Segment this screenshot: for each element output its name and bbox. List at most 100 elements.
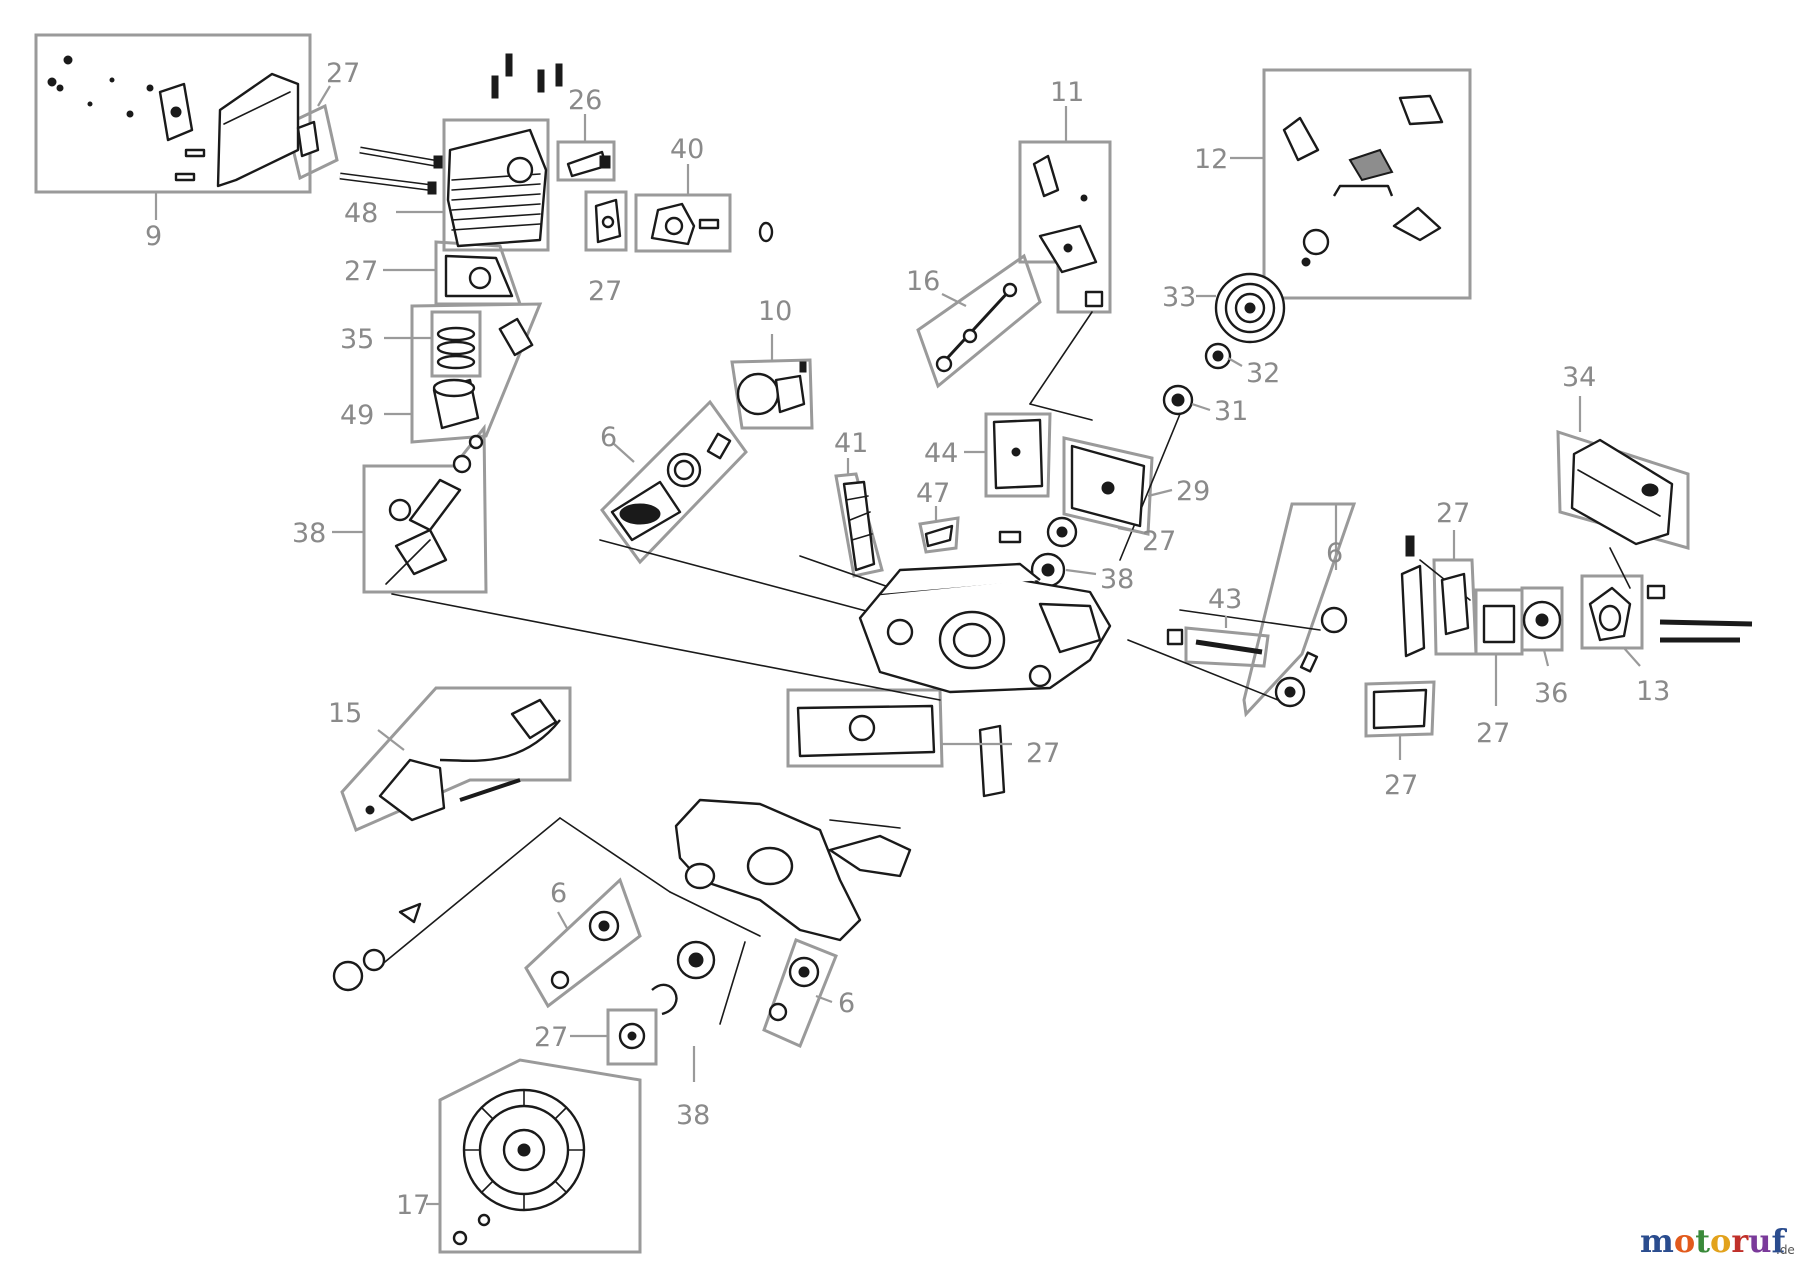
group-box-12 bbox=[1262, 68, 1472, 300]
callout-38: 38 bbox=[1100, 564, 1134, 595]
group-box-49 bbox=[410, 302, 543, 444]
part-carburetor-gasket bbox=[1400, 535, 1562, 658]
part-chain-tensioner bbox=[935, 282, 1018, 373]
callout-6: 6 bbox=[838, 988, 855, 1019]
callout-27: 27 bbox=[1384, 770, 1418, 801]
group-box-40 bbox=[634, 193, 732, 253]
part-air-box bbox=[1588, 584, 1753, 643]
group-box-6-a bbox=[600, 399, 748, 565]
part-crankcase bbox=[858, 562, 1112, 694]
brand-suffix: .de bbox=[1776, 1243, 1795, 1257]
part-spark-plug bbox=[566, 150, 611, 178]
group-box-15 bbox=[340, 686, 572, 833]
brand-wordmark: motoruf bbox=[1640, 1222, 1787, 1260]
part-oil-seal-set-d bbox=[768, 956, 820, 1022]
part-crankshaft bbox=[385, 434, 484, 585]
part-cover-plate bbox=[1070, 444, 1146, 528]
callout-38: 38 bbox=[292, 518, 326, 549]
group-box-29 bbox=[1062, 436, 1154, 536]
callout-41: 41 bbox=[834, 428, 868, 459]
callout-48: 48 bbox=[344, 198, 378, 229]
callout-27: 27 bbox=[1142, 526, 1176, 557]
callout-12: 12 bbox=[1194, 144, 1228, 175]
part-cylinder-bolts bbox=[339, 146, 443, 195]
brand-letter: o bbox=[1710, 1222, 1731, 1260]
group-box-6-d bbox=[762, 938, 838, 1049]
callout-26: 26 bbox=[568, 85, 602, 116]
part-oil-pump bbox=[736, 361, 807, 416]
group-box-41 bbox=[834, 472, 884, 578]
brand-letter: m bbox=[1640, 1222, 1674, 1260]
group-box-27-f bbox=[1364, 680, 1436, 738]
part-gasket-f bbox=[1372, 688, 1428, 730]
group-box-34 bbox=[1556, 429, 1690, 550]
group-box-44 bbox=[984, 412, 1052, 498]
group-box-47 bbox=[918, 516, 960, 554]
callout-16: 16 bbox=[906, 266, 940, 297]
callout-27: 27 bbox=[1436, 498, 1470, 529]
brand-letter: r bbox=[1731, 1222, 1749, 1260]
group-box-6-c bbox=[524, 877, 642, 1009]
brand-letter: u bbox=[1748, 1222, 1771, 1260]
callout-47: 47 bbox=[916, 478, 950, 509]
callout-6: 6 bbox=[550, 878, 567, 909]
callout-27: 27 bbox=[534, 1022, 568, 1053]
group-box-36 bbox=[1520, 586, 1564, 652]
callout-10: 10 bbox=[758, 296, 792, 327]
callout-27: 27 bbox=[1476, 718, 1510, 749]
group-box-cylinder bbox=[442, 118, 550, 252]
callout-15: 15 bbox=[328, 698, 362, 729]
part-gasket-small bbox=[594, 198, 622, 244]
part-chain-catcher bbox=[992, 418, 1044, 490]
part-long-bolt bbox=[1166, 628, 1263, 655]
part-bearing-lower bbox=[651, 940, 716, 1016]
callout-49: 49 bbox=[340, 400, 374, 431]
part-air-filter bbox=[1570, 438, 1674, 589]
part-clutch-drum bbox=[1214, 272, 1286, 344]
part-center-bearing bbox=[998, 516, 1078, 588]
brand-letter: t bbox=[1695, 1222, 1710, 1260]
callout-31: 31 bbox=[1214, 396, 1248, 427]
part-spring bbox=[924, 524, 954, 548]
part-oil-seal-set-a bbox=[610, 432, 732, 542]
callout-33: 33 bbox=[1162, 282, 1196, 313]
part-piston bbox=[432, 317, 534, 430]
part-brake-band bbox=[842, 480, 876, 572]
part-starter-pawl bbox=[332, 902, 422, 992]
group-box-13 bbox=[1580, 574, 1644, 650]
callout-29: 29 bbox=[1176, 476, 1210, 507]
callout-9: 9 bbox=[145, 221, 162, 252]
callout-27: 27 bbox=[344, 256, 378, 287]
callout-44: 44 bbox=[924, 438, 958, 469]
brand-logo[interactable]: motoruf .de bbox=[1640, 1222, 1795, 1260]
callout-13: 13 bbox=[1636, 676, 1670, 707]
group-box-27-a bbox=[285, 103, 339, 181]
part-intake-manifold bbox=[650, 202, 774, 246]
part-ignition-coil bbox=[365, 698, 561, 822]
part-piston-rings bbox=[436, 326, 476, 370]
callout-leaders bbox=[154, 85, 1641, 1206]
group-box-11 bbox=[1018, 140, 1112, 314]
group-boxes bbox=[34, 33, 1690, 1254]
part-crankcase-gasket bbox=[796, 704, 1006, 798]
part-cylinder bbox=[446, 53, 563, 248]
part-drive-sprocket bbox=[1162, 384, 1194, 416]
group-box-16 bbox=[916, 253, 1042, 389]
callout-11: 11 bbox=[1050, 77, 1084, 108]
callout-6: 6 bbox=[600, 422, 617, 453]
callout-17: 17 bbox=[396, 1190, 430, 1221]
callout-27: 27 bbox=[1026, 738, 1060, 769]
part-washer-lower bbox=[618, 1022, 646, 1050]
callout-27: 27 bbox=[588, 276, 622, 307]
callout-34: 34 bbox=[1562, 362, 1596, 393]
group-box-35 bbox=[430, 310, 482, 378]
callout-40: 40 bbox=[670, 134, 704, 165]
group-box-10 bbox=[730, 358, 814, 430]
part-air-filter-cover bbox=[47, 55, 320, 188]
group-box-43 bbox=[1184, 626, 1270, 668]
part-oil-seal-set-c bbox=[550, 910, 620, 990]
part-crankcase-lower bbox=[674, 798, 912, 942]
brand-letter: f bbox=[1771, 1222, 1787, 1260]
